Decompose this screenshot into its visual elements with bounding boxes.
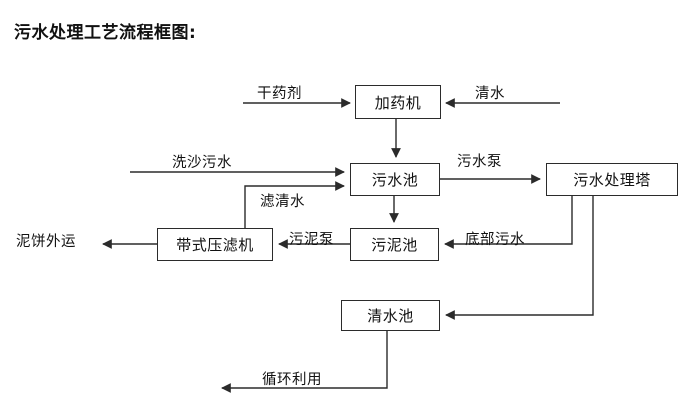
node-sewage-pool[interactable]: 污水池: [350, 163, 440, 196]
node-clear-water-pool[interactable]: 清水池: [341, 300, 440, 331]
edge-tower-to-clear-water-pool: [445, 196, 594, 320]
label-filtrate: 滤清水: [260, 194, 305, 210]
node-label: 带式压滤机: [176, 236, 254, 254]
node-label: 污泥池: [371, 236, 418, 254]
label-recycle-reuse: 循环利用: [262, 372, 322, 388]
node-label: 加药机: [374, 93, 422, 112]
label-dry-reagent: 干药剂: [257, 86, 302, 102]
label-sand-wash-sewage: 洗沙污水: [172, 155, 232, 171]
label-mud-cake-transport: 泥饼外运: [16, 234, 76, 250]
label-bottom-sewage: 底部污水: [465, 232, 525, 248]
edge-tower-to-sludge-pool: [444, 196, 573, 249]
label-clean-water: 清水: [475, 86, 505, 102]
label-sewage-pump: 污水泵: [457, 154, 502, 170]
edge-filtrate-to-sewage-pool: [244, 181, 345, 228]
node-label: 污水处理塔: [573, 171, 651, 189]
label-sludge-pump: 污泥泵: [289, 232, 334, 248]
node-dosing-machine[interactable]: 加药机: [355, 85, 441, 119]
node-belt-filter-press[interactable]: 带式压滤机: [157, 228, 273, 261]
node-treatment-tower[interactable]: 污水处理塔: [546, 163, 678, 196]
page-title: 污水处理工艺流程框图:: [14, 23, 197, 43]
node-label: 清水池: [367, 307, 414, 325]
edge-clear-water-pool-to-recycle: [221, 331, 388, 393]
node-label: 污水池: [371, 171, 419, 189]
node-sludge-pool[interactable]: 污泥池: [350, 228, 439, 261]
